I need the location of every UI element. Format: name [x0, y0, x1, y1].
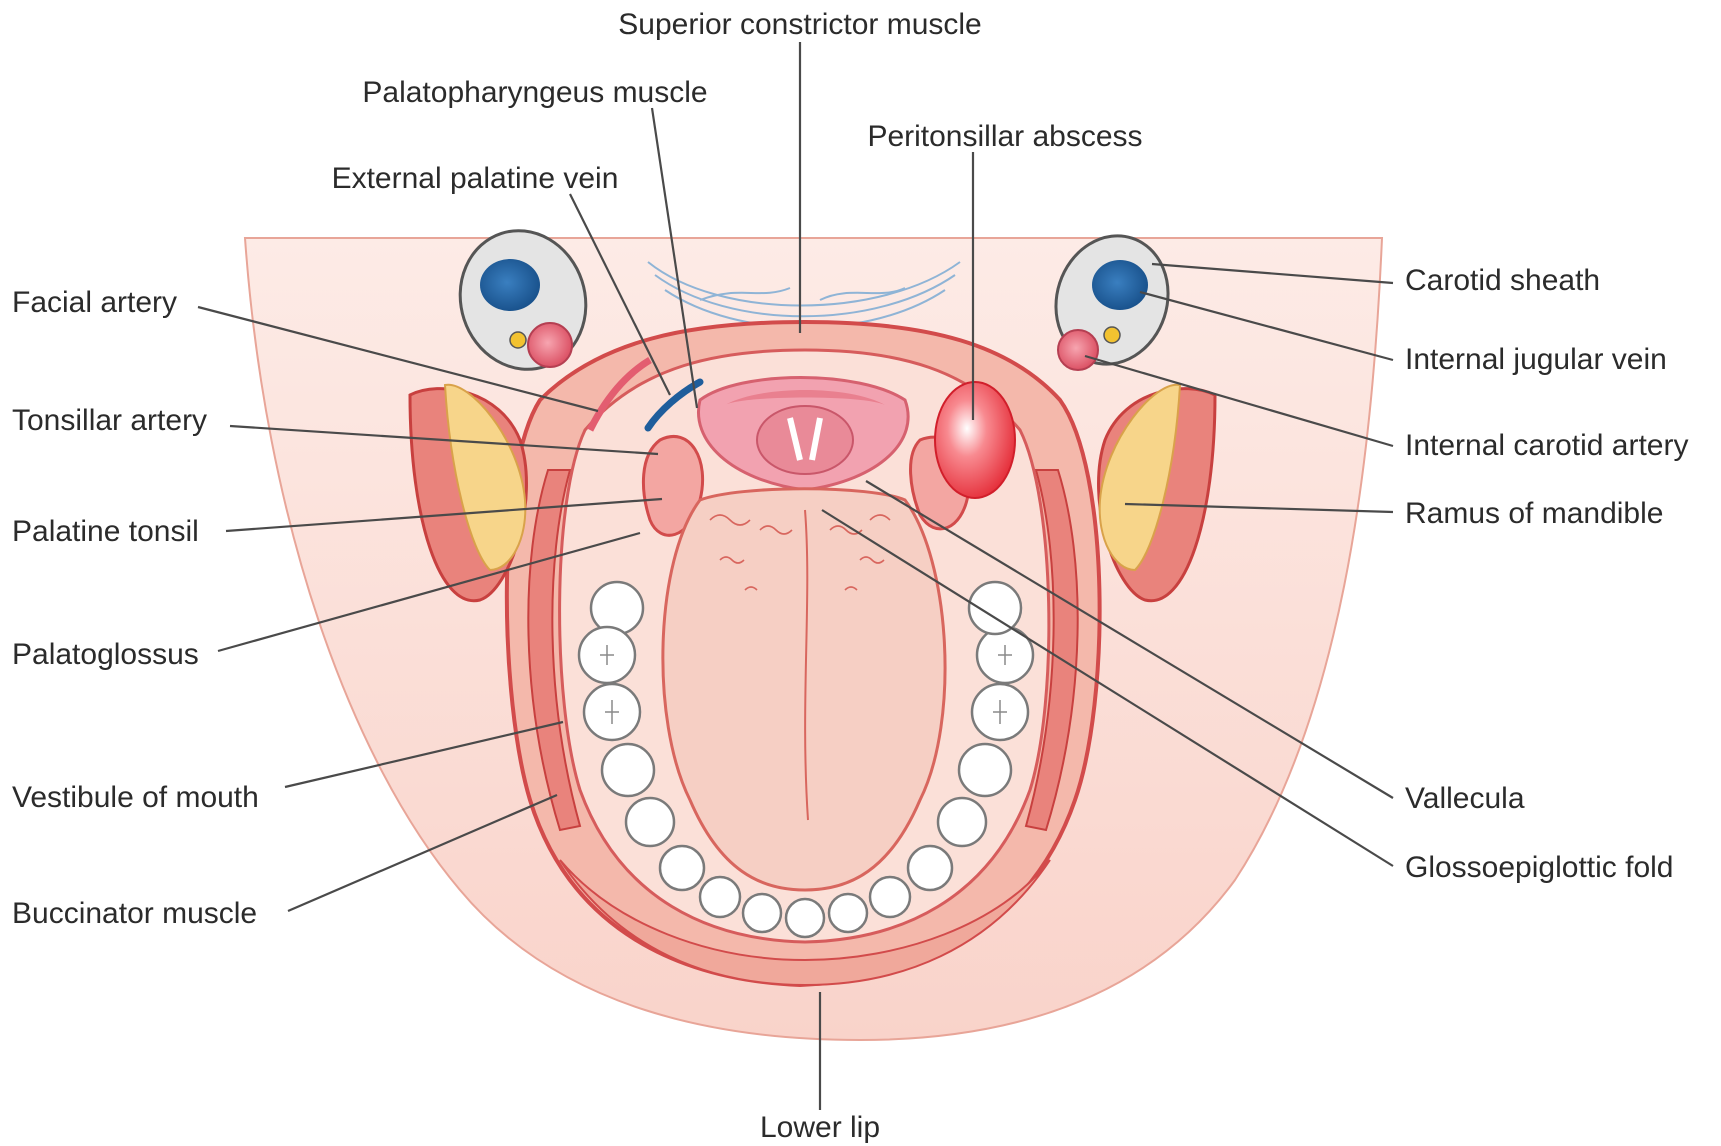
label-superior-constrictor-muscle: Superior constrictor muscle [618, 8, 981, 41]
tooth [591, 582, 643, 634]
label-palatine-tonsil: Palatine tonsil [12, 515, 199, 548]
tongue [663, 489, 945, 890]
label-tonsillar-artery: Tonsillar artery [12, 404, 207, 437]
label-palatopharyngeus-muscle: Palatopharyngeus muscle [362, 76, 707, 109]
label-glossoepiglottic-fold: Glossoepiglottic fold [1405, 851, 1673, 884]
tooth [626, 798, 674, 846]
label-internal-jugular-vein: Internal jugular vein [1405, 343, 1667, 376]
tooth [743, 894, 781, 932]
label-external-palatine-vein: External palatine vein [332, 162, 619, 195]
tooth [786, 899, 824, 937]
label-internal-carotid-artery: Internal carotid artery [1405, 429, 1688, 462]
label-vallecula: Vallecula [1405, 782, 1525, 815]
tooth [870, 877, 910, 917]
label-palatoglossus: Palatoglossus [12, 638, 199, 671]
tooth [959, 744, 1011, 796]
tooth [700, 877, 740, 917]
peritonsillar-abscess-shape [935, 382, 1015, 498]
label-vestibule-of-mouth: Vestibule of mouth [12, 781, 259, 814]
label-carotid-sheath: Carotid sheath [1405, 264, 1600, 297]
tooth [829, 894, 867, 932]
label-peritonsillar-abscess: Peritonsillar abscess [867, 120, 1142, 153]
tooth [908, 846, 952, 890]
tooth [938, 798, 986, 846]
label-ramus-of-mandible: Ramus of mandible [1405, 497, 1663, 530]
laryngeal-inlet [757, 406, 853, 474]
label-lower-lip: Lower lip [760, 1111, 880, 1144]
label-buccinator-muscle: Buccinator muscle [12, 897, 257, 930]
tooth [602, 744, 654, 796]
label-facial-artery: Facial artery [12, 286, 177, 319]
tooth [969, 582, 1021, 634]
tooth [660, 846, 704, 890]
